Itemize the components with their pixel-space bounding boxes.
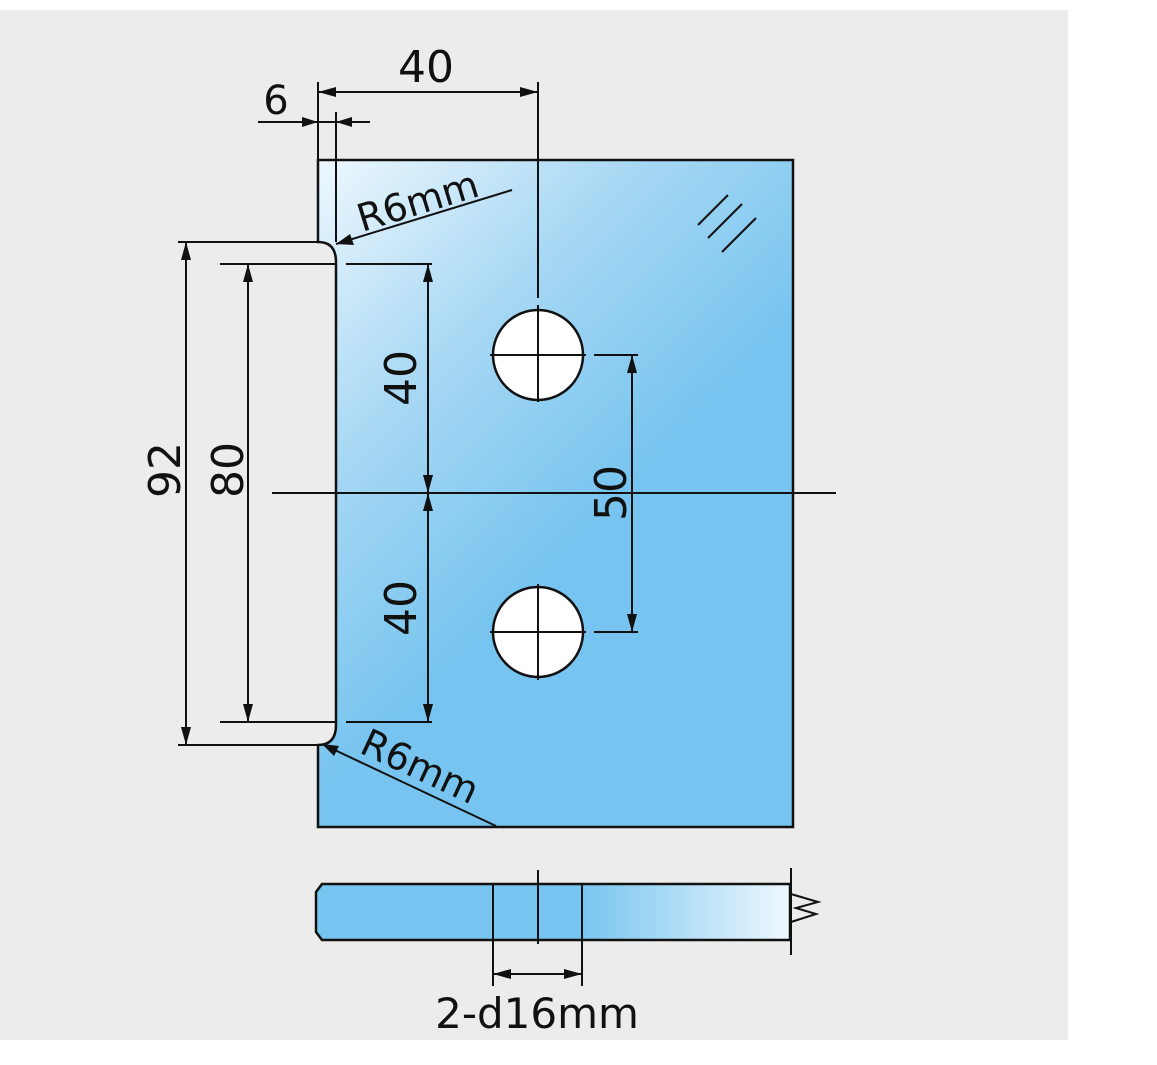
hole-lower [490,584,586,680]
dimension-edge-offset [258,112,370,242]
side-view-lines [492,868,792,986]
glass-hatch-marks [697,194,757,253]
dimension-hole-spacing [594,354,638,633]
label-upper-half: 40 [376,350,427,406]
break-mark [790,893,822,923]
label-hole-spacing: 50 [586,465,637,521]
label-edge-offset: 6 [263,78,288,124]
dimension-hole-diameter [493,969,582,979]
hole-upper [490,305,586,402]
label-notch-height: 80 [203,442,254,498]
label-lower-half: 40 [376,580,427,636]
side-view-plate [314,882,792,942]
label-overall-height: 92 [140,442,191,498]
label-hole-spec: 2-d16mm [435,989,639,1038]
dimension-overall-height [178,241,318,746]
dimension-upper-half [346,263,433,493]
radius-bottom-leader [321,743,497,827]
label-top-width: 40 [398,42,454,93]
dimension-lower-half [346,493,433,723]
radius-top-leader [335,189,513,245]
dimension-notch-height [220,263,336,723]
